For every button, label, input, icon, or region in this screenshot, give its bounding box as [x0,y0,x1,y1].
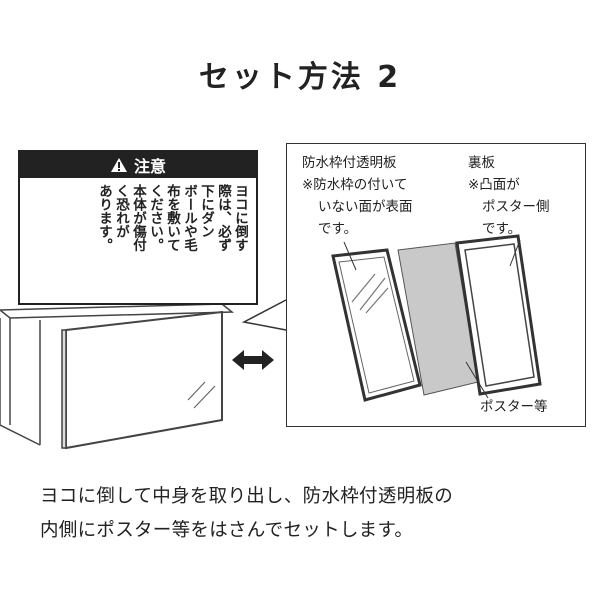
parts-panel [286,143,586,427]
swap-arrow-icon [232,350,274,370]
caution-line: ください。 [147,184,163,252]
caution-heading: 注意 [133,157,166,176]
caution-box: 注意 ヨコに倒す 際は、必ず 下にダン ボールや毛 布を敷いて ください。 本体… [18,150,258,305]
poster-label: ポスター等 [480,399,548,415]
front-board-title: 防水枠付透明板 [302,155,397,171]
front-board-note: ※防水枠の付いて [302,177,408,193]
back-board-note: です。 [482,221,522,237]
caution-line: 際は、必ず [215,184,231,252]
caution-line: ヨコに倒す [232,184,248,252]
caution-line: 下にダン [198,184,214,238]
back-board-note: ポスター側 [482,199,550,215]
front-board-note: いない面が表面 [318,199,413,215]
caution-text: ヨコに倒す 際は、必ず 下にダン ボールや毛 布を敷いて ください。 本体が傷付… [95,184,248,302]
caution-line: 本体が傷付 [130,184,146,252]
page-title: セット方法 2 [198,60,402,95]
front-board-note: です。 [318,221,358,237]
leader-lines [343,239,521,399]
transparent-board [331,248,422,402]
callout-pointer [241,299,287,331]
back-board-note: ※凸面が [468,177,520,193]
caution-header: 注意 [20,152,256,178]
caution-line: く恐れが [113,184,129,238]
warning-icon [110,158,127,172]
instruction-line: ヨコに倒して中身を取り出し、防水枠付透明板の [40,486,454,507]
instruction-line: 内側にポスター等をはさんでセットします。 [40,520,414,541]
caution-line: 布を敷いて [164,184,180,252]
back-board [455,234,542,396]
tipped-stand [0,303,235,450]
caution-line: ボールや毛 [181,184,197,252]
caution-line: あります。 [96,184,112,252]
instruction-text: ヨコに倒して中身を取り出し、防水枠付透明板の 内側にポスター等をはさんでセットし… [40,480,453,548]
back-board-title: 裏板 [468,155,495,171]
